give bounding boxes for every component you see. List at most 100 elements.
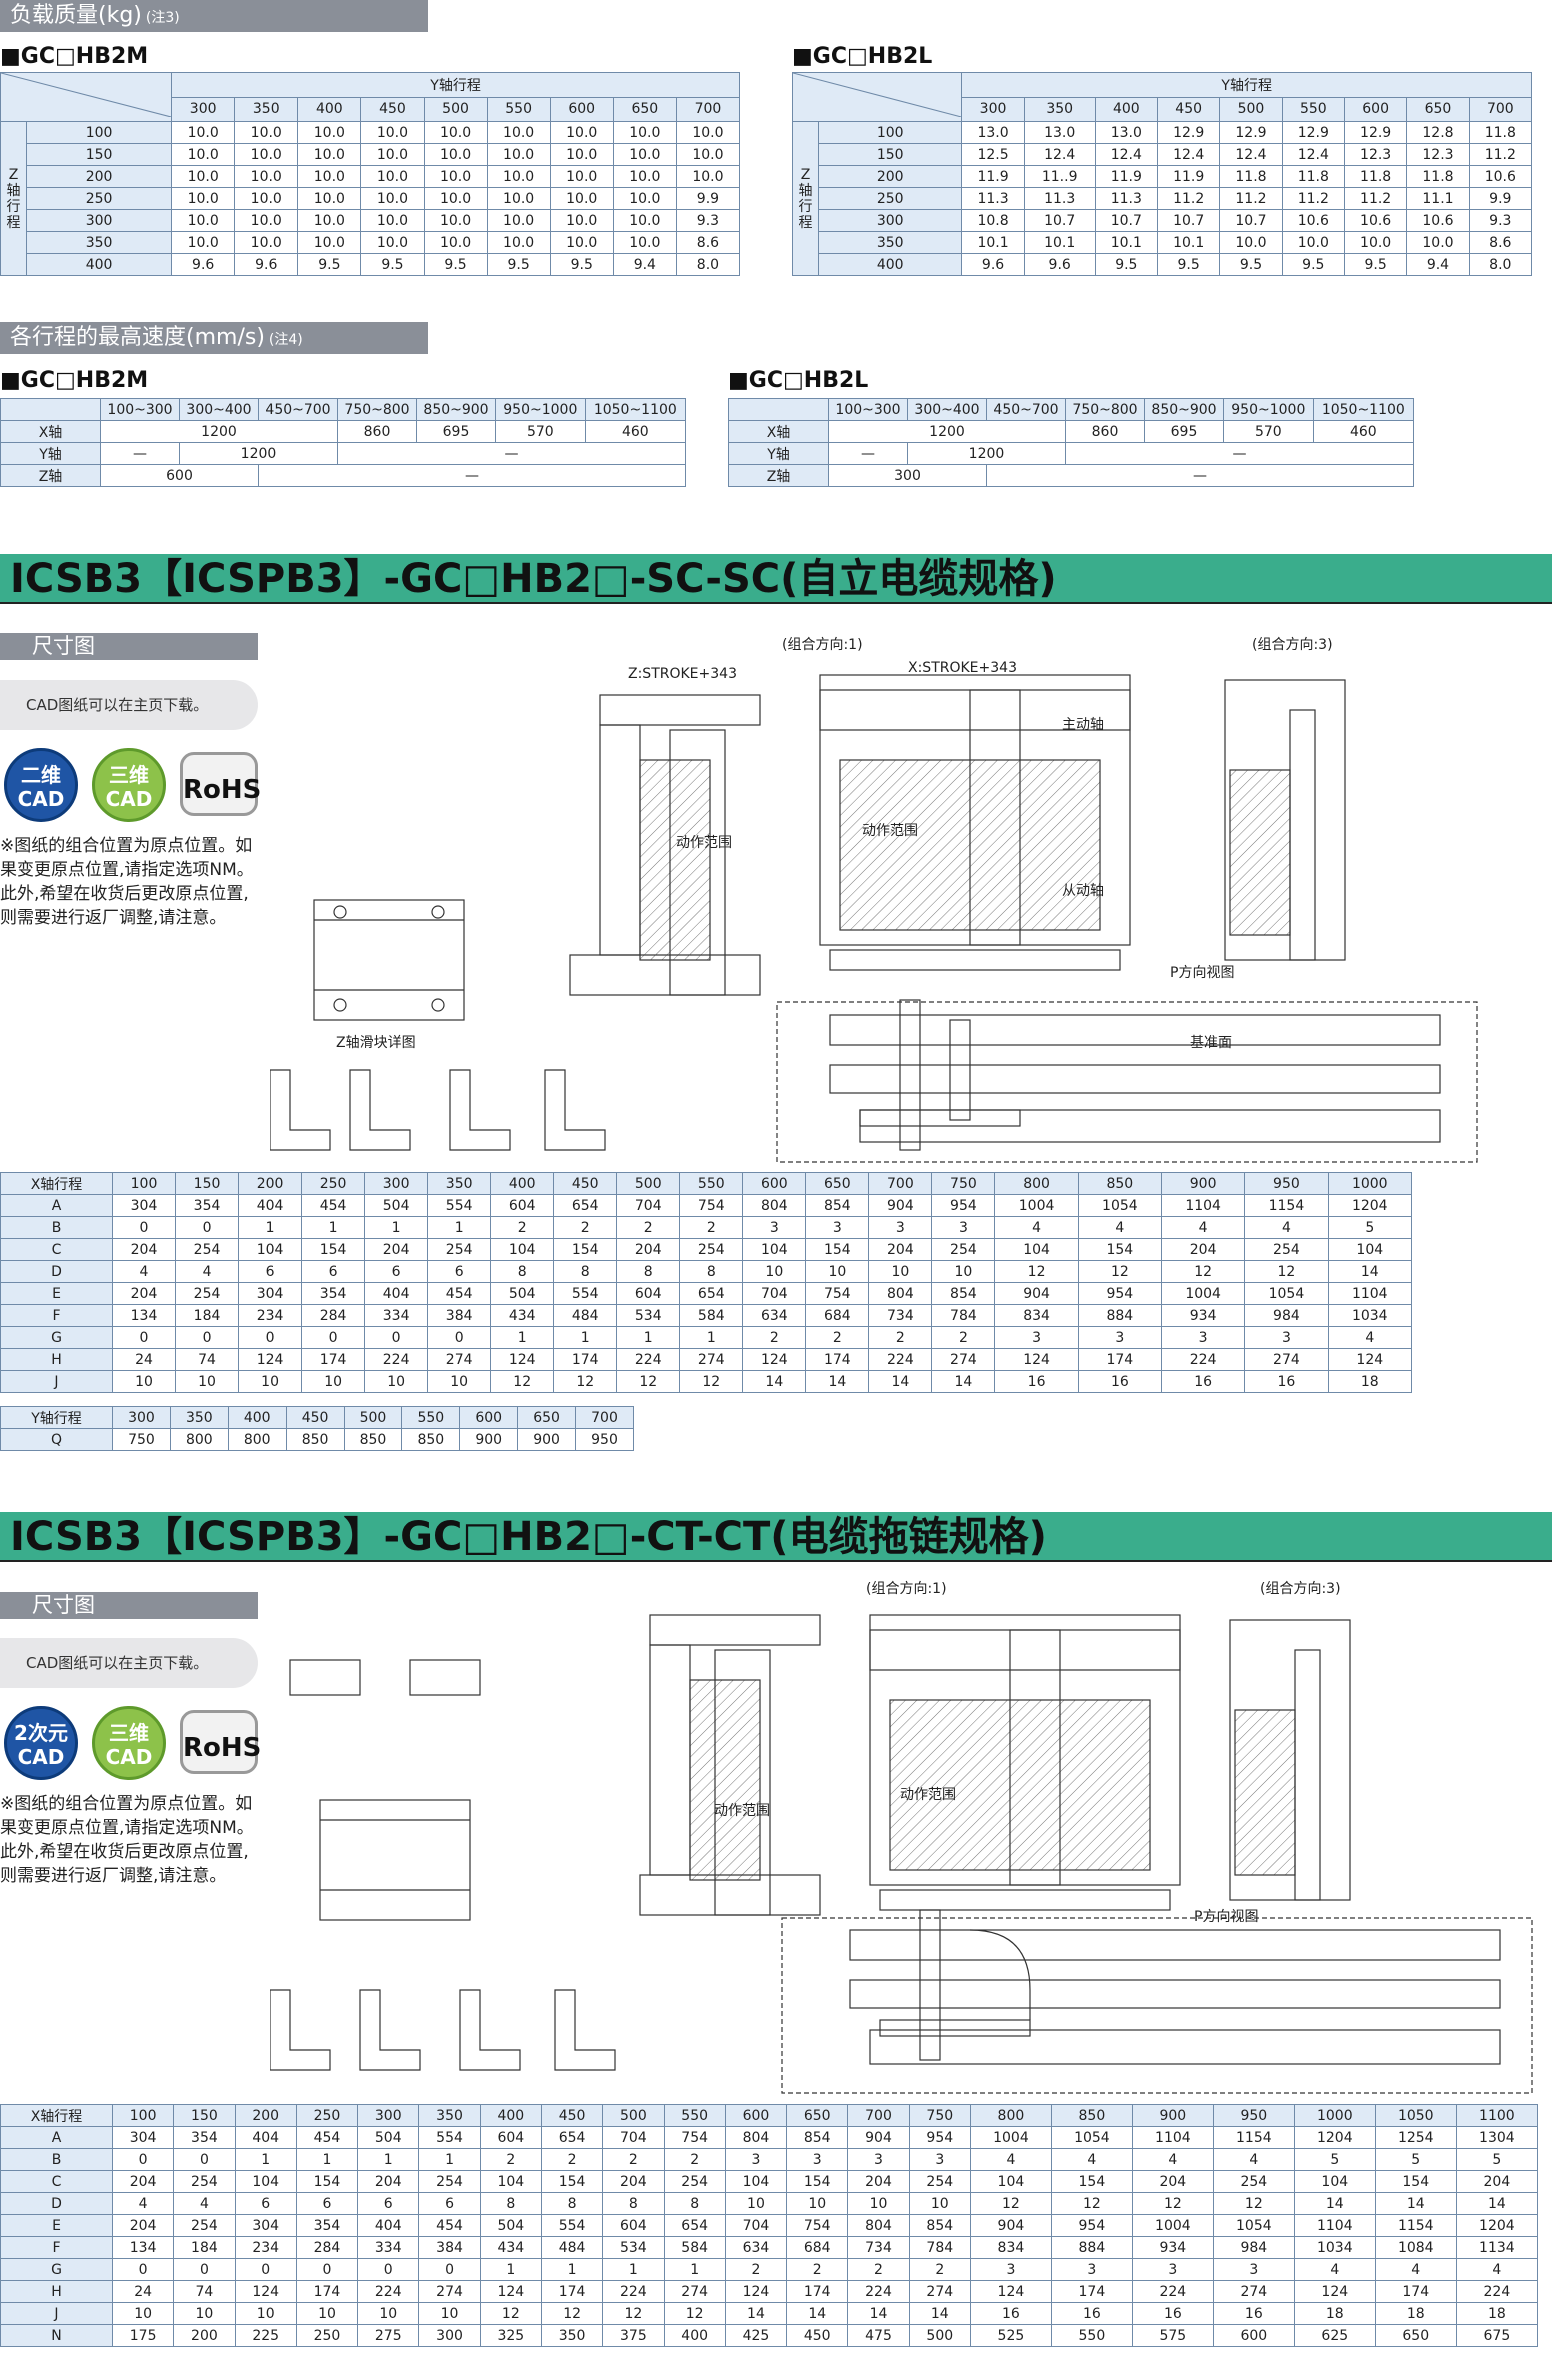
- stroke-col-header: 850: [1077, 1172, 1163, 1195]
- col-header: 550: [1281, 96, 1345, 122]
- table-cell: 16: [1050, 2302, 1133, 2325]
- table-cell: 8.0: [1468, 253, 1533, 276]
- table-cell: 6: [295, 2192, 359, 2215]
- table-cell: 8: [490, 1260, 555, 1283]
- table-cell: 10.8: [961, 209, 1025, 232]
- table-cell: 6: [364, 1260, 429, 1283]
- table-cell: 124: [479, 2280, 542, 2303]
- stroke-col-header: 550: [679, 1172, 744, 1195]
- speed-cell: 300: [828, 464, 987, 487]
- table-cell: 650: [1374, 2324, 1457, 2347]
- speed-col: 100~300: [100, 398, 180, 421]
- table-cell: 850: [401, 1428, 461, 1451]
- stroke-col-header: 450: [285, 1406, 345, 1429]
- table-cell: 4: [1374, 2258, 1457, 2281]
- table-cell: 14: [847, 2302, 910, 2325]
- table-cell: 10.0: [234, 187, 299, 210]
- load-section-title: 负载质量(kg): [10, 3, 142, 28]
- table-cell: 4: [1327, 1326, 1413, 1349]
- stroke-col-header: 600: [724, 2104, 788, 2127]
- table-cell: 12.9: [1219, 121, 1283, 144]
- table-cell: 254: [427, 1238, 492, 1261]
- speed-cell: 860: [1065, 420, 1145, 443]
- table-cell: 3: [1050, 2258, 1133, 2281]
- table-cell: 9.4: [1406, 253, 1470, 276]
- speed-corner: [0, 398, 101, 421]
- table-cell: 254: [173, 2214, 236, 2237]
- table-cell: 224: [364, 1348, 429, 1371]
- table-cell: 750: [112, 1428, 171, 1451]
- table-cell: 134: [111, 2236, 175, 2259]
- table-cell: 504: [490, 1282, 555, 1305]
- table-cell: 854: [786, 2126, 849, 2149]
- speed-cell: 600: [100, 464, 259, 487]
- stroke-col-header: 150: [175, 1172, 240, 1195]
- table-cell: 1: [234, 2148, 297, 2171]
- col-header: 600: [549, 96, 614, 122]
- table-cell: 13.0: [1023, 121, 1096, 144]
- sc-2d-cad-badge[interactable]: 二维 CAD: [4, 748, 78, 822]
- row-header: 300: [817, 209, 963, 232]
- row-header: B: [0, 1216, 113, 1239]
- table-cell: 904: [969, 2214, 1052, 2237]
- ct-motion-range-label-2: 动作范围: [714, 1803, 770, 1819]
- row-header: 250: [25, 187, 173, 210]
- table-cell: 204: [847, 2170, 910, 2193]
- table-cell: 6: [357, 2192, 420, 2215]
- table-cell: 8: [540, 2192, 604, 2215]
- table-cell: 6: [427, 1260, 492, 1283]
- table-cell: 684: [805, 1304, 870, 1327]
- table-cell: 154: [1374, 2170, 1457, 2193]
- table-cell: 9.3: [675, 209, 741, 232]
- table-cell: 9.6: [1023, 253, 1096, 276]
- table-cell: 24: [111, 2280, 175, 2303]
- table-cell: 4: [1131, 2148, 1214, 2171]
- sc-slave-axis-label: 从动轴: [1062, 883, 1104, 899]
- table-cell: 10.0: [549, 209, 614, 232]
- table-cell: 10.0: [297, 231, 362, 254]
- badge-text: CAD: [17, 787, 65, 811]
- table-cell: 954: [908, 2126, 971, 2149]
- stroke-col-header: 1100: [1455, 2104, 1539, 2127]
- corner-diagonal: [792, 72, 962, 118]
- table-cell: 10.0: [360, 165, 425, 188]
- table-cell: 0: [427, 1326, 492, 1349]
- stroke-col-header: 600: [742, 1172, 807, 1195]
- stroke-col-header: 400: [227, 1406, 287, 1429]
- speed-table-l: 100~300 300~400 450~700 750~800 850~900 …: [728, 398, 1415, 487]
- table-cell: 4: [1455, 2258, 1539, 2281]
- table-cell: 12: [1131, 2192, 1214, 2215]
- table-cell: 3: [742, 1216, 807, 1239]
- table-cell: 10.0: [612, 231, 677, 254]
- table-cell: 124: [1327, 1348, 1413, 1371]
- table-cell: 104: [742, 1238, 807, 1261]
- table-cell: 2: [805, 1326, 870, 1349]
- table-cell: 12.3: [1343, 143, 1408, 166]
- table-cell: 10.1: [1094, 231, 1158, 254]
- row-header: 150: [25, 143, 173, 166]
- table-cell: 3: [908, 2148, 971, 2171]
- table-cell: 10.0: [486, 187, 551, 210]
- row-header: C: [0, 2170, 113, 2193]
- sc-xstroke-dim: X:STROKE+343: [908, 660, 1017, 676]
- ct-3d-cad-badge[interactable]: 三维 CAD: [92, 1706, 166, 1780]
- table-cell: 734: [868, 1304, 933, 1327]
- table-cell: 10.0: [1281, 231, 1345, 254]
- table-cell: 500: [908, 2324, 971, 2347]
- ct-motion-range-label: 动作范围: [900, 1787, 956, 1803]
- table-cell: 784: [931, 1304, 996, 1327]
- sc-dim-label: 尺寸图: [0, 633, 258, 660]
- table-cell: 1084: [1374, 2236, 1457, 2259]
- table-cell: 12: [540, 2302, 604, 2325]
- table-cell: 834: [994, 1304, 1079, 1327]
- sc-3d-cad-badge[interactable]: 三维 CAD: [92, 748, 166, 822]
- table-cell: 1: [295, 2148, 359, 2171]
- table-cell: 754: [805, 1282, 870, 1305]
- z-stroke-label: Z轴行程: [6, 166, 21, 231]
- speed-cell: —: [986, 464, 1414, 487]
- ct-2d-cad-badge[interactable]: 2次元 CAD: [4, 1706, 78, 1780]
- speed-col: 1050~1100: [584, 398, 687, 421]
- table-cell: 10.0: [1219, 231, 1283, 254]
